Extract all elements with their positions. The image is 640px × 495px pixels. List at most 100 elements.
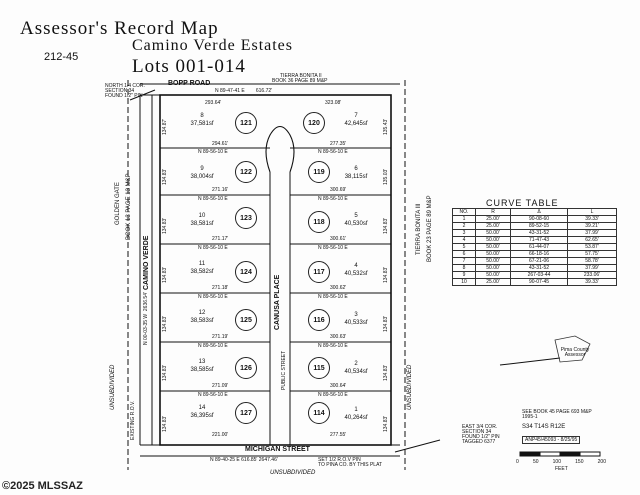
- parcel-circle: 125: [235, 309, 257, 331]
- parcel-circle: 116: [308, 309, 330, 331]
- book-reference: 212-45: [44, 51, 79, 63]
- parcel-circle: 117: [308, 261, 330, 283]
- lot-area: 38,585sf: [190, 367, 214, 373]
- lot-area: 38,581sf: [190, 221, 214, 227]
- curve-header-r: R: [475, 208, 511, 216]
- unsubdivided-bottom-label: UNSUBDIVIDED: [270, 470, 316, 476]
- lot-area: 40,532sf: [344, 271, 368, 277]
- bearing-south: N 89-40-25 E 616.85' 2647.46': [210, 457, 278, 463]
- lot-area: 42,645sf: [344, 121, 368, 127]
- lot-area: 38,583sf: [190, 318, 214, 324]
- lot-area: 40,534sf: [344, 369, 368, 375]
- bearing-row-11: N 89-56-10 E: [318, 343, 348, 349]
- lot-number: 14: [198, 405, 206, 411]
- bearing-west: N 00-03-35 W 2636.54': [143, 292, 149, 345]
- tierra-bonita-right-ref: BOOK 23 PAGE 89 M&P: [427, 195, 433, 262]
- scale-ticks: 0 50 100 150 200: [516, 459, 606, 465]
- bearing-row-6: N 89-56-10 E: [198, 392, 228, 398]
- parcel-circle: 121: [235, 112, 257, 134]
- lot-number: 7: [354, 113, 358, 119]
- curve-header-delta: Δ: [510, 208, 568, 216]
- map-title-line-1: Assessor's Record Map: [20, 18, 219, 39]
- county-logo-label: Pima County Assessor: [560, 347, 590, 358]
- parcel-circle: 122: [235, 161, 257, 183]
- parcel-circle: 124: [235, 261, 257, 283]
- county-logo-icon: [554, 335, 591, 363]
- lot-area: 37,581sf: [190, 121, 214, 127]
- bearing-row-2: N 89-56-10 E: [198, 196, 228, 202]
- public-street-label: PUBLIC STREET: [281, 350, 287, 390]
- lot-area: 38,115sf: [344, 174, 368, 180]
- lot-number: 11: [198, 261, 206, 267]
- bearing-row-12: N 89-56-10 E: [318, 392, 348, 398]
- lot-number: 6: [354, 166, 358, 172]
- lot-number: 4: [354, 263, 358, 269]
- bearing-north: N 89-47-41 E 616.72': [215, 88, 273, 94]
- east-corner-note: EAST 3/4 COR. SECTION 34 FOUND 1/2" PIN …: [462, 424, 500, 445]
- lot-area: 40,533sf: [344, 320, 368, 326]
- curve-header-no: NO.: [452, 208, 476, 216]
- lot-number: 9: [200, 166, 204, 172]
- copyright-watermark: ©2025 MLSSAZ: [2, 480, 83, 492]
- see-book-note: SEE BOOK 45 PAGE 693 M&P 1995-1: [522, 409, 592, 420]
- lot-number: 5: [354, 213, 358, 219]
- lot-number: 8: [200, 113, 204, 119]
- parcel-circle: 123: [235, 207, 257, 229]
- lot-number: 2: [354, 361, 358, 367]
- curve-header-l: L: [567, 208, 617, 216]
- curve-table-title: CURVE TABLE: [486, 198, 559, 208]
- map-title-line-3: Lots 001-014: [132, 56, 246, 77]
- parcel-circle: 127: [235, 402, 257, 424]
- map-title-line-2: Camino Verde Estates: [132, 37, 294, 54]
- bearing-row-4: N 89-56-10 E: [198, 294, 228, 300]
- road-label-south: MICHIGAN STREET: [245, 446, 310, 453]
- tierra-bonita-right-label: TIERRA BONITA III: [416, 203, 422, 255]
- lot-number: 3: [354, 312, 358, 318]
- tierra-bonita-top-label: TIERRA BONITA II: [280, 73, 322, 79]
- parcel-circle: 118: [308, 211, 330, 233]
- section-stamp: S34 T14S R12E: [522, 424, 566, 430]
- existing-row-label: EXISTING R.O.V.: [130, 400, 136, 440]
- unsubdivided-right-label: UNSUBDIVIDED: [407, 364, 413, 410]
- road-label-west: CAMINO VERDE: [143, 235, 150, 290]
- lot-area: 38,582sf: [190, 269, 214, 275]
- lot-number: 1: [354, 407, 358, 413]
- road-label-center: CANUSA PLACE: [274, 274, 281, 330]
- parcel-circle: 115: [308, 357, 330, 379]
- bearing-row-10: N 89-56-10 E: [318, 294, 348, 300]
- golden-gate-label: GOLDEN GATE: [115, 182, 121, 225]
- golden-gate-ref: BOOK 13 PAGE 13 M&P: [126, 173, 132, 240]
- unsubdivided-left-label: UNSUBDIVIDED: [110, 364, 116, 410]
- set-pin-note: SET 1/2 R.O.V PIN TO PINA CO. BY THIS PL…: [318, 457, 383, 468]
- bearing-row-8: N 89-56-10 E: [318, 196, 348, 202]
- parcel-circle: 120: [303, 112, 325, 134]
- map-file-reference: ANP45\45093 - 8/25/95: [522, 436, 581, 444]
- bearing-row-3: N 89-56-10 E: [198, 245, 228, 251]
- scale-unit: FEET: [555, 466, 568, 472]
- lot-area: 36,395sf: [190, 413, 214, 419]
- bearing-row-7: N 89-56-10 E: [318, 149, 348, 155]
- bearing-row-5: N 89-56-10 E: [198, 343, 228, 349]
- lot-area: 40,264sf: [344, 415, 368, 421]
- parcel-circle: 114: [308, 402, 330, 424]
- bearing-row-1: N 89-56-10 E: [198, 149, 228, 155]
- lot-area: 40,530sf: [344, 221, 368, 227]
- lot-number: 12: [198, 310, 206, 316]
- tierra-bonita-top-ref: BOOK 36 PAGE 89 M&P: [272, 78, 328, 84]
- road-label-north: BOPP ROAD: [168, 80, 211, 87]
- scale-bar: [519, 451, 601, 457]
- bearing-row-9: N 89-56-10 E: [318, 245, 348, 251]
- parcel-circle: 119: [308, 161, 330, 183]
- north-corner-note: NORTH 1/4 COR. SECTION 34 FOUND 1/2" PIN: [105, 83, 145, 99]
